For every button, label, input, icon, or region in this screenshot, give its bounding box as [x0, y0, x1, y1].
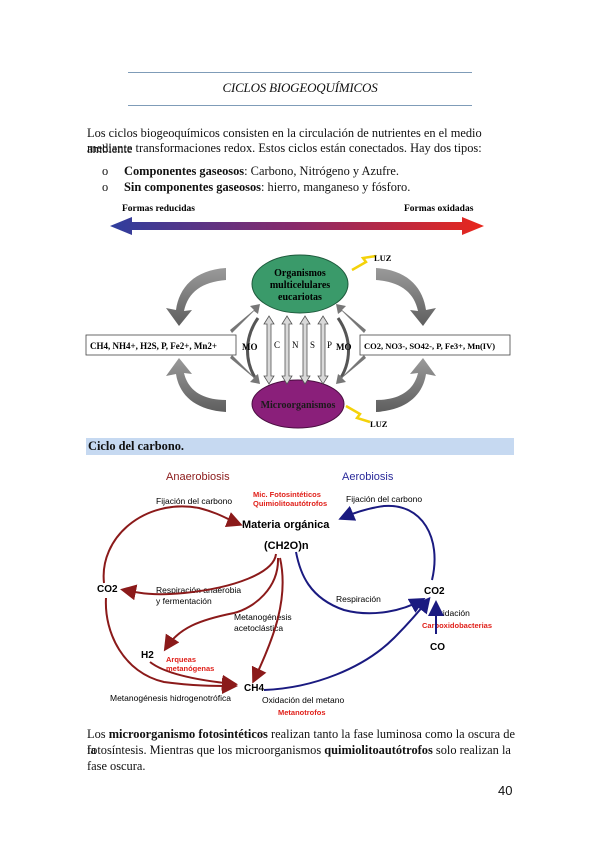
anaerobic-arrows	[102, 505, 284, 694]
center-label-mo-left: MO	[242, 342, 258, 352]
page-number: 40	[498, 783, 513, 798]
bullet-non-gaseous-term: Sin componentes gaseosos	[124, 180, 261, 194]
center-label-c: C	[274, 340, 280, 350]
header-rule-top	[128, 72, 472, 73]
carboxydobacteria-label: Carboxidobacterias	[422, 621, 492, 630]
top-organism-line-2: multicelulares	[270, 280, 330, 291]
acetoclastic-line-2: acetoclástica	[234, 623, 283, 633]
reduced-forms-box	[85, 334, 237, 356]
respiration-label: Respiración	[336, 594, 381, 604]
microorganisms-oval	[251, 379, 345, 429]
light-label-bottom: LUZ	[370, 419, 388, 429]
carbon-fixation-left: Fijación del carbono	[156, 496, 232, 506]
co2-right: CO2	[424, 586, 445, 597]
intro-line-2: mediante transformaciones redox. Estos c…	[87, 141, 482, 155]
bullet-marker: o	[102, 164, 109, 178]
exchange-arrows	[246, 315, 350, 385]
closing-text: solo realizan la	[432, 743, 511, 757]
photosynthetic-microbes-label: Mic. Fotosintéticos	[253, 490, 321, 499]
closing-line-3: fase oscura.	[87, 759, 146, 773]
top-organism-line-1: Organismos	[274, 268, 326, 279]
chemolithoautotrophs-label: Quimiolitoautótrofos	[253, 499, 327, 508]
oxidation-label: Oxidación	[432, 608, 470, 618]
carbon-cycle-heading: Ciclo del carbono.	[86, 438, 514, 455]
center-label-n: N	[292, 340, 299, 350]
hydrogenotrophic-label: Metanogénesis hidrogenotrófica	[110, 693, 231, 703]
closing-text: Los	[87, 727, 109, 741]
methanogenic-archaea-line-2: metanógenas	[166, 664, 214, 673]
closing-term-photosynthetic: microorganismo fotosintéticos	[108, 727, 268, 741]
co-label: CO	[430, 642, 445, 653]
ch4-label: CH4	[244, 683, 264, 694]
multicellular-eukaryotes-oval	[251, 254, 349, 314]
header-rule-bottom	[128, 105, 472, 106]
center-label-p: P	[327, 340, 332, 350]
closing-line-2: fotosíntesis. Mientras que los microorga…	[87, 742, 515, 758]
carbon-fixation-right: Fijación del carbono	[346, 494, 422, 504]
diagonal-arrows	[230, 304, 366, 384]
center-label-s: S	[310, 340, 315, 350]
closing-term-chemolithoautotrophs: quimiolitoautótrofos	[324, 743, 433, 757]
acetoclastic-line-1: Metanogénesis	[234, 612, 292, 622]
co2-left: CO2	[97, 584, 118, 595]
methanogenic-archaea-line-1: Arqueas	[166, 655, 196, 664]
page-title: CICLOS BIOGEOQUÍMICOS	[222, 80, 378, 95]
bullet-marker: o	[102, 180, 109, 194]
light-label-top: LUZ	[374, 253, 392, 263]
sunlight-icon	[345, 404, 371, 424]
center-label-mo-right: MO	[336, 342, 352, 352]
oxidized-forms-box	[359, 334, 511, 356]
aerobiosis-label: Aerobiosis	[342, 471, 394, 483]
ch2o-formula: (CH2O)n	[264, 540, 309, 552]
methanotrophs-label: Metanotrofos	[278, 708, 326, 717]
anaerobic-respiration-line-2: y fermentación	[156, 596, 212, 606]
aerobic-arrows	[263, 504, 444, 691]
reduced-forms-label: Formas reducidas	[122, 204, 195, 214]
anaerobic-respiration-line-1: Respiración anaerobia	[156, 585, 241, 595]
anaerobiosis-label: Anaerobiosis	[166, 471, 230, 483]
oxidized-forms-label: Formas oxidadas	[404, 204, 474, 214]
redox-forms-diagram: Formas reducidas Formas oxidadas Organis…	[85, 204, 511, 429]
closing-line-1: Los microorganismo fotosintéticos realiz…	[87, 726, 515, 758]
closing-text: realizan tanto la fase luminosa como la …	[87, 727, 515, 757]
bullet-non-gaseous-text: : hierro, manganeso y fósforo.	[261, 180, 411, 194]
reduced-forms-list: CH4, NH4+, H2S, P, Fe2+, Mn2+	[90, 341, 217, 351]
organic-matter-label: Materia orgánica	[242, 519, 330, 531]
intro-line-1: Los ciclos biogeoquímicos consisten en l…	[87, 126, 482, 156]
oxidized-forms-list: CO2, NO3-, SO42-, P, Fe3+, Mn(IV)	[364, 341, 495, 351]
cycle-arrows	[166, 268, 436, 412]
sunlight-icon	[351, 254, 377, 272]
methane-oxidation-label: Oxidación del metano	[262, 695, 344, 705]
bottom-organism-label: Microorganismos	[261, 400, 336, 411]
bullet-gaseous-term: Componentes gaseosos	[124, 164, 245, 178]
redox-gradient-arrow	[110, 217, 484, 235]
closing-text: fotosíntesis. Mientras que los microorga…	[87, 743, 325, 757]
top-organism-line-3: eucariotas	[278, 292, 322, 303]
h2-label: H2	[141, 650, 154, 661]
carbon-cycle-diagram: Anaerobiosis Aerobiosis Fijación del car…	[97, 471, 492, 717]
bullet-gaseous-text: : Carbono, Nitrógeno y Azufre.	[244, 164, 399, 178]
